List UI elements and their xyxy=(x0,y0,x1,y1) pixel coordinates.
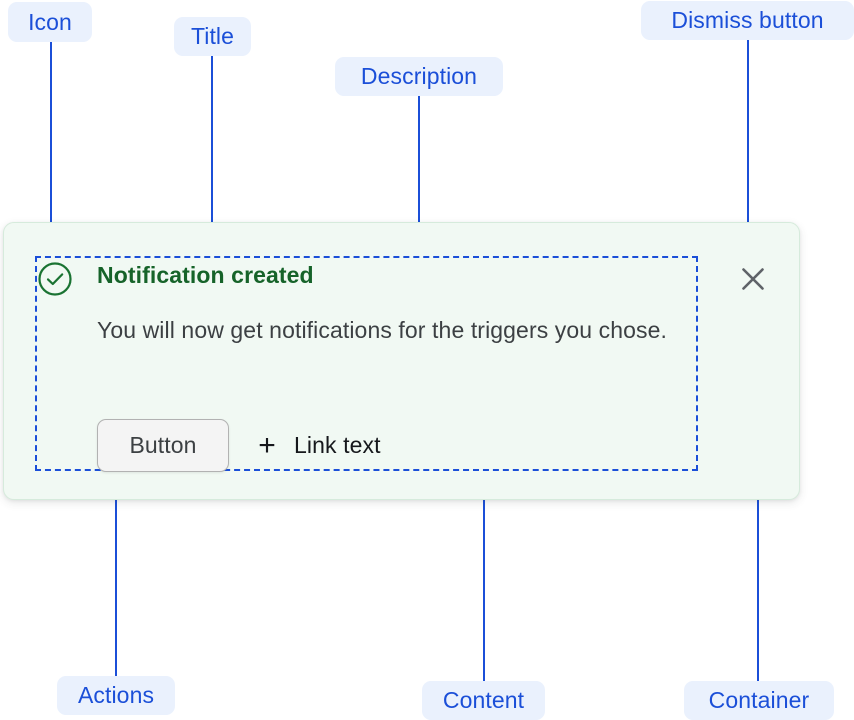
annotation-badge-dismiss-button: Dismiss button xyxy=(641,1,854,40)
notification-title: Notification created xyxy=(97,262,314,288)
notification-content-region xyxy=(35,256,698,471)
connector-line-container xyxy=(757,473,759,682)
annotation-badge-actions: Actions xyxy=(57,676,175,715)
connector-line-title xyxy=(211,55,213,266)
notification-action-link-label: Link text xyxy=(294,432,381,458)
connector-line-dismiss-button xyxy=(747,40,749,250)
annotation-badge-icon: Icon xyxy=(8,2,92,42)
connector-line-content xyxy=(483,472,485,682)
connector-line-actions xyxy=(115,472,117,677)
annotation-badge-container: Container xyxy=(684,681,834,720)
notification-container: Notification created You will now get no… xyxy=(3,222,800,500)
notification-description: You will now get notifications for the t… xyxy=(97,317,668,343)
annotation-badge-title: Title xyxy=(174,17,251,56)
connector-line-description xyxy=(418,96,420,307)
connector-line-icon xyxy=(50,42,52,252)
check-circle-icon xyxy=(37,261,73,297)
annotation-badge-description: Description xyxy=(335,57,503,96)
notification-action-link[interactable]: + Link text xyxy=(255,428,381,462)
plus-icon: + xyxy=(258,428,276,462)
notification-actions: Button + Link text xyxy=(97,419,381,472)
annotation-badge-content: Content xyxy=(422,681,545,720)
close-icon[interactable] xyxy=(739,265,767,293)
notification-action-button[interactable]: Button xyxy=(97,419,229,472)
